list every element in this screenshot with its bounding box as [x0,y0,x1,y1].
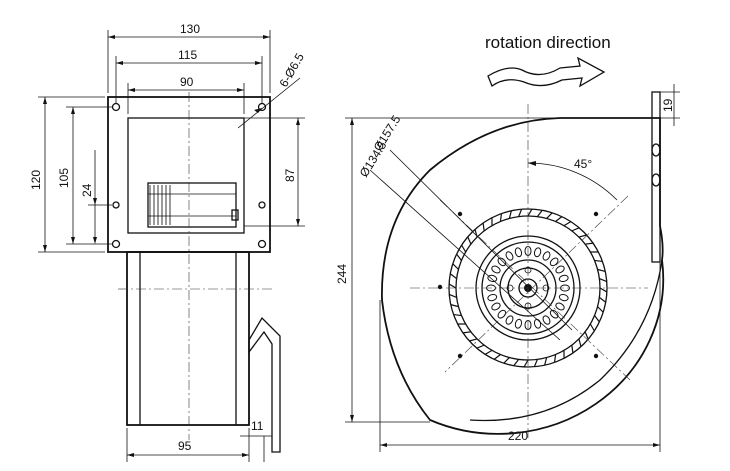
dim-115: 115 [178,48,197,62]
dim-hole: 6-Ø6.5 [276,50,307,89]
dim-dia-134: Ø134.5 [357,139,390,180]
front-mounting-holes [437,211,599,359]
dim-120: 120 [29,170,43,190]
dim-24: 24 [80,183,94,197]
dim-19: 19 [661,98,675,112]
dim-220: 220 [508,429,528,443]
dim-90: 90 [180,75,194,89]
rotation-direction-label: rotation direction [485,33,611,52]
dim-angle: 45° [574,157,592,171]
volute-housing [381,117,665,435]
dim-87: 87 [283,168,297,182]
flange-plate [107,96,271,253]
dim-95: 95 [178,439,192,453]
front-view: rotation direction [335,33,680,452]
impeller-blades [448,208,608,368]
rotation-arrow-icon [487,56,606,88]
hub-holes [486,246,570,330]
side-bracket [248,316,281,453]
outlet-body [126,251,250,426]
flange-opening [127,117,245,234]
dim-11: 11 [251,419,264,433]
terminal [231,209,239,221]
dim-130: 130 [180,22,200,36]
dim-244: 244 [335,264,349,284]
motor-fins [148,185,236,225]
motor-housing [147,182,237,228]
mounting-holes [111,102,267,249]
side-view: 130 115 90 6-Ø6.5 120 105 [29,22,307,462]
dim-105: 105 [57,168,71,188]
